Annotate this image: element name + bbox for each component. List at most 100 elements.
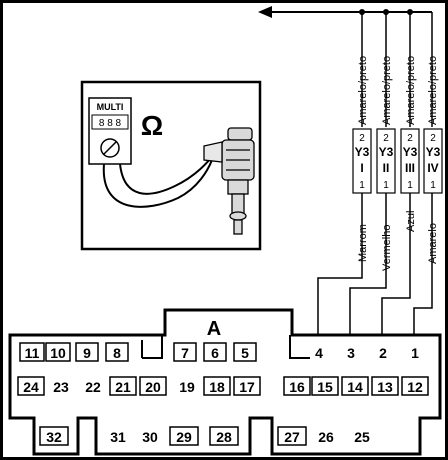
- injector-bottom-pin: 1: [359, 180, 365, 191]
- injector-name: Y3: [355, 145, 370, 159]
- connector-pin: 10: [45, 342, 71, 362]
- pin-label: 29: [176, 429, 192, 445]
- connector-label: A: [207, 318, 221, 340]
- injector-top-pin: 2: [407, 133, 413, 144]
- pin-label: 2: [379, 345, 387, 361]
- connector-pin: 8: [105, 342, 129, 362]
- multimeter-icon: MULTI 8 8 8: [88, 97, 132, 165]
- connector-pin: 6: [203, 342, 227, 362]
- connector-pin: 22: [85, 379, 101, 395]
- injector-boxes: 2 Y3 I 1 2 Y3 II 1 2 Y3 III 1 2 Y3 IV 1: [352, 128, 443, 194]
- pin-label: 16: [289, 379, 305, 395]
- pin-label: 28: [216, 429, 232, 445]
- connector-pin: 31: [110, 429, 126, 445]
- connector-pin: 20: [139, 376, 167, 396]
- connector-pin: 18: [203, 376, 231, 396]
- pin-label: 12: [407, 379, 423, 395]
- injector-bottom-pin: 1: [407, 180, 413, 191]
- pin-label: 10: [50, 345, 66, 361]
- connector-pin: 12: [401, 376, 429, 396]
- wire-label-bottom-4: Amarelo: [427, 223, 439, 264]
- connector-pin: 25: [354, 429, 370, 445]
- injector-box-1: 2 Y3 I 1: [352, 128, 372, 194]
- meter-display: 8 8 8: [99, 118, 122, 129]
- lower-wire-labels: Marrom Vermelho Azul Amarelo: [357, 211, 439, 271]
- connector-pin: 19: [179, 379, 195, 395]
- pin-label: 14: [347, 379, 363, 395]
- pin-label: 4: [315, 345, 323, 361]
- pin-label: 21: [115, 379, 131, 395]
- probe-lead-2: [102, 159, 213, 208]
- pin-label: 26: [318, 429, 334, 445]
- injector-roman: II: [383, 161, 390, 175]
- pin-label: 25: [354, 429, 370, 445]
- pin-label: 6: [211, 345, 219, 361]
- connector-pin: 23: [53, 379, 69, 395]
- connector-pin: 14: [341, 376, 369, 396]
- meter-brand: MULTI: [97, 102, 124, 112]
- pin-label: 27: [284, 429, 300, 445]
- injector-roman: IV: [427, 161, 438, 175]
- connector-pin: 17: [233, 376, 261, 396]
- connector-pin: 24: [17, 376, 45, 396]
- common-feed-bus: [258, 6, 433, 127]
- pin-label: 23: [53, 379, 69, 395]
- connector-notch-right: [289, 335, 310, 359]
- pin-label: 31: [110, 429, 126, 445]
- connector-pin: 7: [173, 342, 197, 362]
- connector-pin: 30: [142, 429, 158, 445]
- injector-box-2: 2 Y3 II 1: [376, 128, 396, 194]
- connector-pin: 3: [347, 345, 355, 361]
- wire-label-top-3: Amarelo/preto: [405, 56, 417, 125]
- pin-label: 9: [83, 345, 91, 361]
- connector-pin: 26: [318, 429, 334, 445]
- connector-pin: 28: [209, 426, 239, 446]
- probe-lead-1: [119, 151, 217, 195]
- connector-pin: 11: [19, 342, 45, 362]
- injector-roman: III: [405, 161, 415, 175]
- injector-top-pin: 2: [383, 133, 389, 144]
- wire-label-top-1: Amarelo/preto: [357, 56, 369, 125]
- injector-bottom-pin: 1: [383, 180, 389, 191]
- injector-box-3: 2 Y3 III 1: [400, 128, 420, 194]
- fuel-injector-icon: [203, 127, 255, 235]
- pin-label: 20: [145, 379, 161, 395]
- pin-label: 17: [239, 379, 255, 395]
- pin-label: 8: [113, 345, 121, 361]
- pin-label: 24: [23, 379, 39, 395]
- connector-pin: 2: [379, 345, 387, 361]
- wire-label-top-2: Amarelo/preto: [381, 56, 393, 125]
- pin-label: 18: [209, 379, 225, 395]
- wire-label-bottom-3: Azul: [405, 211, 417, 232]
- connector-pin: 16: [283, 376, 311, 396]
- injector-top-pin: 2: [359, 133, 365, 144]
- connector-pin: 4: [315, 345, 323, 361]
- pin-label: 1: [411, 345, 419, 361]
- connector-pin: 15: [311, 376, 339, 396]
- injector-name: Y3: [379, 145, 394, 159]
- pin-label: 5: [241, 345, 249, 361]
- injector-name: Y3: [403, 145, 418, 159]
- injector-bottom-pin: 1: [430, 180, 436, 191]
- pin-label: 3: [347, 345, 355, 361]
- multimeter-inset: MULTI 8 8 8 Ω: [80, 80, 262, 251]
- wire-label-bottom-2: Vermelho: [381, 225, 393, 271]
- connector-pin: 29: [169, 426, 199, 446]
- arrow-left-icon: [258, 6, 272, 18]
- connector-pin: 21: [109, 376, 137, 396]
- connector-notch-left: [141, 335, 163, 359]
- pin-label: 19: [179, 379, 195, 395]
- pin-label: 30: [142, 429, 158, 445]
- connector-pin: 13: [371, 376, 399, 396]
- connector-pin: 32: [39, 426, 69, 446]
- wire-label-bottom-1: Marrom: [357, 224, 369, 262]
- injector-box-4: 2 Y3 IV 1: [423, 128, 443, 194]
- connector-pin: 1: [411, 345, 419, 361]
- injector-top-pin: 2: [430, 133, 436, 144]
- pin-label: 32: [46, 429, 62, 445]
- connector-pin: 9: [75, 342, 99, 362]
- injector-name: Y3: [426, 145, 441, 159]
